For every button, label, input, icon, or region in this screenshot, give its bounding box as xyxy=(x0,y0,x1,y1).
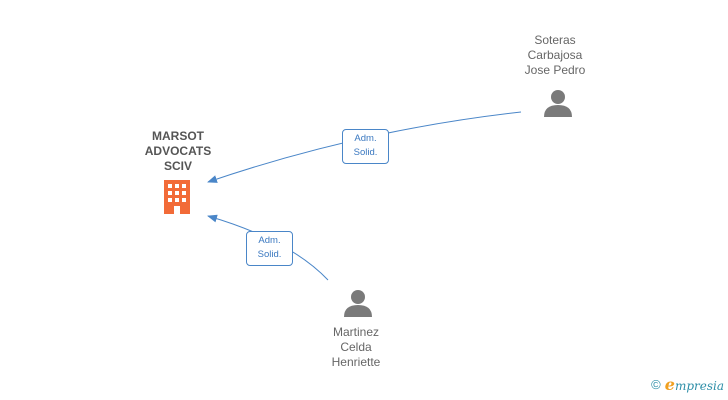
relation-label-line: Adm. xyxy=(258,235,281,246)
relation-tag-soteras[interactable]: Adm. Solid. xyxy=(342,129,389,164)
copyright-icon: © xyxy=(651,376,661,392)
company-name-line: SCIV xyxy=(163,159,192,173)
relation-label-line: Solid. xyxy=(257,249,282,260)
brand-logo: empresia xyxy=(665,375,724,394)
building-icon[interactable] xyxy=(162,180,192,219)
person-name-line: Carbajosa xyxy=(527,48,583,62)
footer-brand[interactable]: © empresia xyxy=(651,375,724,394)
company-name-line: MARSOT xyxy=(152,129,204,143)
relation-label-line: Solid. xyxy=(353,147,378,158)
person-name-line: Jose Pedro xyxy=(524,63,586,77)
company-name-line: ADVOCATS xyxy=(144,144,212,158)
person-name-line: Soteras xyxy=(534,33,576,47)
person-name-martinez[interactable]: Martinez Celda Henriette xyxy=(306,325,406,370)
person-name-line: Celda xyxy=(340,340,372,354)
brand-name: mpresia xyxy=(674,379,724,393)
person-name-line: Henriette xyxy=(331,355,381,369)
brand-initial: e xyxy=(664,375,675,394)
person-name-soteras[interactable]: Soteras Carbajosa Jose Pedro xyxy=(505,33,605,78)
relation-tag-martinez[interactable]: Adm. Solid. xyxy=(246,231,293,266)
person-name-line: Martinez xyxy=(332,325,379,339)
company-name[interactable]: MARSOT ADVOCATS SCIV xyxy=(128,129,228,174)
person-icon[interactable] xyxy=(343,288,373,323)
relation-label-line: Adm. xyxy=(354,133,377,144)
person-icon[interactable] xyxy=(543,88,573,123)
